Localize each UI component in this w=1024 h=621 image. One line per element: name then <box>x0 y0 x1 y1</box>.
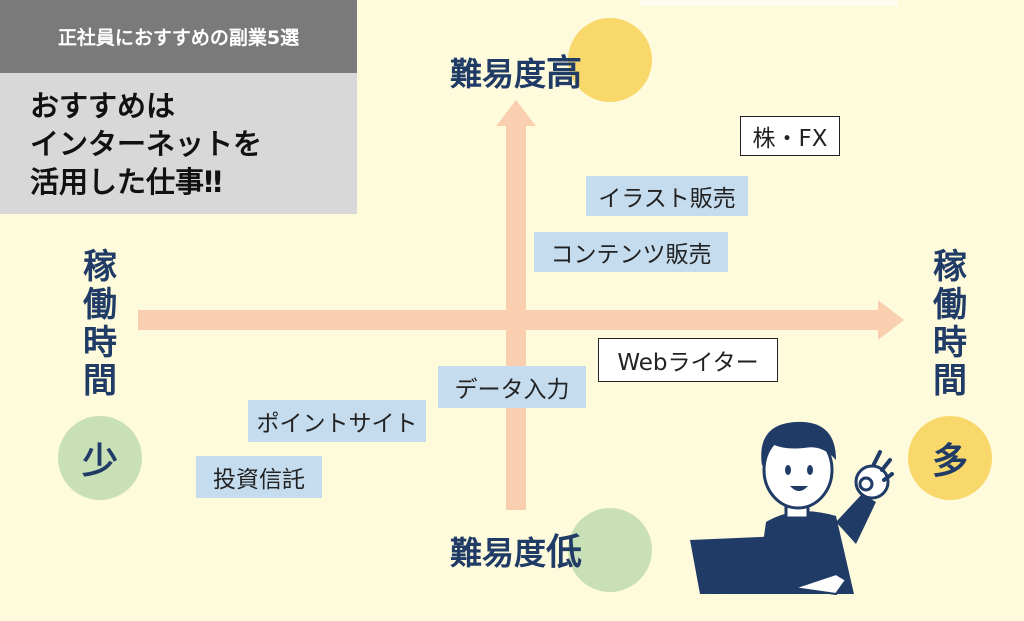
header-box: 正社員におすすめの副業5選 おすすめは インターネットを 活用した仕事‼ <box>0 0 357 214</box>
header-title: 正社員におすすめの副業5選 <box>0 0 357 73</box>
right-axis-circle: 多 <box>908 416 992 500</box>
header-body: おすすめは インターネットを 活用した仕事‼ <box>0 73 357 214</box>
left-axis-char: 稼 <box>83 247 117 287</box>
item-web-writer: Webライター <box>598 338 778 382</box>
right-axis-char: 時 <box>933 323 967 363</box>
item-data-input: データ入力 <box>438 366 586 408</box>
right-axis-highlight: 多 <box>931 441 968 482</box>
bottom-axis-label: 難易度低 <box>450 523 582 575</box>
right-axis-char: 稼 <box>933 247 967 287</box>
top-strip <box>640 0 898 6</box>
right-axis-label: 稼 働 時 間 <box>928 248 972 400</box>
item-toushi: 投資信託 <box>196 456 322 498</box>
header-line-1: おすすめは <box>30 89 176 123</box>
left-axis-label: 稼 働 時 間 <box>78 248 122 400</box>
left-axis-highlight: 少 <box>81 441 118 482</box>
person-illustration <box>690 421 894 596</box>
top-axis-circle <box>568 18 652 102</box>
left-axis-char: 働 <box>83 285 117 325</box>
bottom-axis-highlight: 低 <box>546 532 583 573</box>
horizontal-axis-arrowhead <box>878 300 904 340</box>
bottom-axis-prefix: 難易度 <box>450 534 547 572</box>
header-line-3: 活用した仕事‼ <box>30 165 223 199</box>
left-axis-char: 時 <box>83 323 117 363</box>
item-illust: イラスト販売 <box>586 176 748 216</box>
header-line-2: インターネットを <box>30 127 263 161</box>
item-point-site: ポイントサイト <box>248 400 426 442</box>
horizontal-axis-shaft <box>138 310 880 330</box>
top-axis-highlight: 高 <box>546 53 583 94</box>
top-axis-label: 難易度高 <box>450 44 582 96</box>
right-axis-char: 間 <box>933 361 967 401</box>
vertical-axis-arrowhead <box>496 100 536 126</box>
item-kabu-fx: 株・FX <box>740 116 840 156</box>
top-axis-prefix: 難易度 <box>450 55 547 93</box>
bottom-axis-circle <box>568 508 652 592</box>
item-contents: コンテンツ販売 <box>534 232 728 272</box>
left-axis-circle: 少 <box>58 416 142 500</box>
right-axis-char: 働 <box>933 285 967 325</box>
left-axis-char: 間 <box>83 361 117 401</box>
